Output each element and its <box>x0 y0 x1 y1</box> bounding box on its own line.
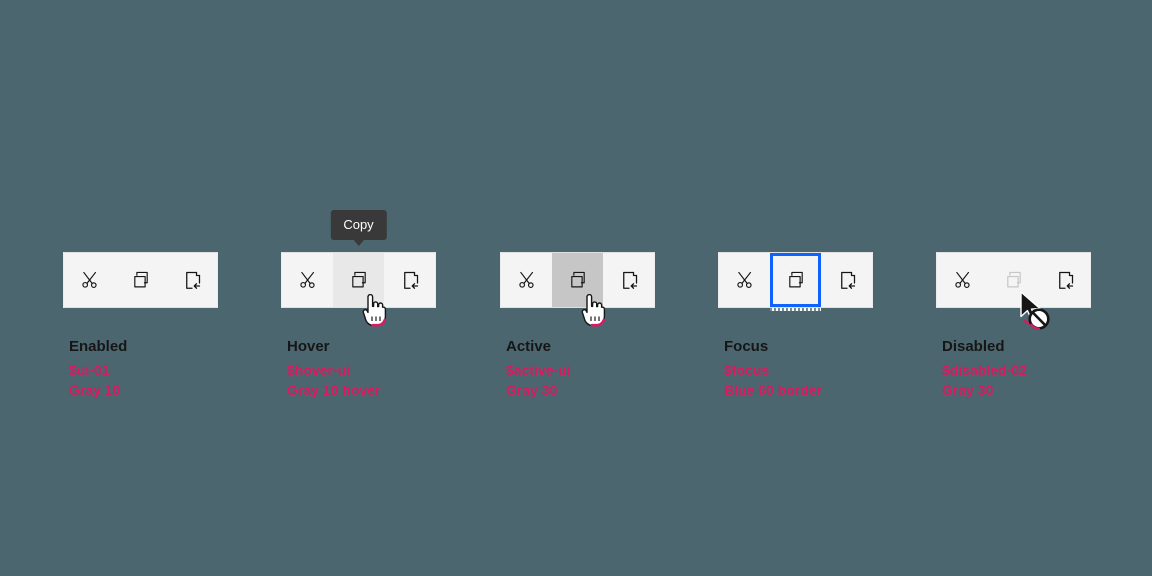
cut-button[interactable] <box>282 253 333 307</box>
toolbar-wrapper: Copy <box>281 210 436 327</box>
copy-icon <box>348 269 370 291</box>
copy-icon <box>1003 269 1025 291</box>
cut-button[interactable] <box>937 253 988 307</box>
copy-icon <box>567 269 589 291</box>
state-group-enabled: Enabled $ui-01 Gray 10 <box>63 252 218 398</box>
state-color-name: Blue 60 border <box>724 382 823 398</box>
cut-button[interactable] <box>64 253 115 307</box>
state-token: $ui-01 <box>69 362 110 378</box>
state-token: $active-ui <box>506 362 571 378</box>
state-labels: Focus $focus Blue 60 border <box>724 338 954 400</box>
toolbar-focus <box>718 252 873 308</box>
paste-icon <box>617 268 641 292</box>
paste-icon <box>180 268 204 292</box>
state-labels: Hover $hover-ui Gray 10 hover <box>287 338 517 400</box>
paste-icon <box>835 268 859 292</box>
state-title: Focus <box>724 338 769 355</box>
toolbar-wrapper <box>500 252 655 327</box>
toolbar-hover <box>281 252 436 308</box>
scissors-icon <box>516 269 538 291</box>
copy-button[interactable] <box>552 253 603 307</box>
scissors-icon <box>952 269 974 291</box>
state-token: $disabled-02 <box>942 362 1027 378</box>
scissors-icon <box>734 269 756 291</box>
paste-button[interactable] <box>1039 253 1090 307</box>
paste-button[interactable] <box>384 253 435 307</box>
state-group-active: Active $active-ui Gray 30 <box>500 252 655 398</box>
toolbar-wrapper <box>936 252 1091 330</box>
state-labels: Active $active-ui Gray 30 <box>506 338 736 400</box>
state-token: $focus <box>724 362 770 378</box>
state-token: $hover-ui <box>287 362 351 378</box>
toolbar-enabled <box>63 252 218 308</box>
paste-icon <box>1053 268 1077 292</box>
scissors-icon <box>297 269 319 291</box>
paste-button[interactable] <box>166 253 217 307</box>
copy-button[interactable] <box>115 253 166 307</box>
paste-icon <box>398 268 422 292</box>
state-title: Enabled <box>69 338 128 355</box>
toolbar-wrapper <box>63 252 218 308</box>
tooltip-copy: Copy <box>330 210 387 246</box>
toolbar-active <box>500 252 655 308</box>
state-labels: Enabled $ui-01 Gray 10 <box>69 338 299 400</box>
scissors-icon <box>79 269 101 291</box>
copy-icon <box>785 269 807 291</box>
state-color-name: Gray 10 <box>69 382 121 398</box>
toolbar-disabled <box>936 252 1091 308</box>
toolbar-wrapper <box>718 252 873 311</box>
cut-button[interactable] <box>719 253 770 307</box>
state-title: Hover <box>287 338 330 355</box>
state-labels: Disabled $disabled-02 Gray 30 <box>942 338 1152 400</box>
state-color-name: Gray 30 <box>506 382 558 398</box>
copy-button[interactable] <box>333 253 384 307</box>
state-color-name: Gray 30 <box>942 382 994 398</box>
copy-button[interactable] <box>770 253 821 307</box>
copy-icon <box>130 269 152 291</box>
state-title: Disabled <box>942 338 1005 355</box>
focus-underline <box>770 308 821 311</box>
state-color-name: Gray 10 hover <box>287 382 381 398</box>
state-title: Active <box>506 338 552 355</box>
state-group-focus: Focus $focus Blue 60 border <box>718 252 873 398</box>
state-group-hover: Copy <box>281 210 436 398</box>
cut-button[interactable] <box>501 253 552 307</box>
paste-button[interactable] <box>821 253 872 307</box>
state-group-disabled: Disabled $disabled-02 Gray 30 <box>936 252 1091 398</box>
paste-button[interactable] <box>603 253 654 307</box>
copy-button <box>988 253 1039 307</box>
